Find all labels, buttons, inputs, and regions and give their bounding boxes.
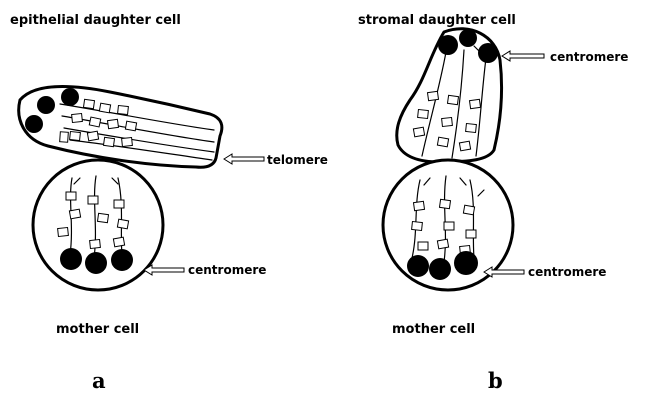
centromere-arrow-b-bottom	[484, 267, 524, 277]
telomere-label: telomere	[267, 153, 328, 167]
centromere-label-b-bottom: centromere	[528, 265, 606, 279]
centromere-arrow-a	[144, 265, 184, 275]
panel-b: stromal daughter cell centromere	[358, 13, 628, 393]
panel-letter-a: a	[92, 368, 106, 393]
mother-cell-a	[33, 160, 163, 290]
epithelial-daughter-cell	[19, 87, 222, 168]
centromere-label-a: centromere	[188, 263, 266, 277]
telomere-arrow	[224, 154, 264, 164]
centromere-label-b-top: centromere	[550, 50, 628, 64]
panel-a: epithelial daughter cell	[10, 13, 328, 393]
stromal-daughter-cell	[397, 29, 502, 162]
panel-letter-b: b	[488, 368, 503, 393]
mother-cell-label-b: mother cell	[392, 322, 475, 337]
mother-cell-label-a: mother cell	[56, 322, 139, 337]
stromal-daughter-cell-label: stromal daughter cell	[358, 13, 516, 28]
centromere-arrow-b-top	[502, 51, 544, 61]
epithelial-daughter-cell-label: epithelial daughter cell	[10, 13, 181, 28]
